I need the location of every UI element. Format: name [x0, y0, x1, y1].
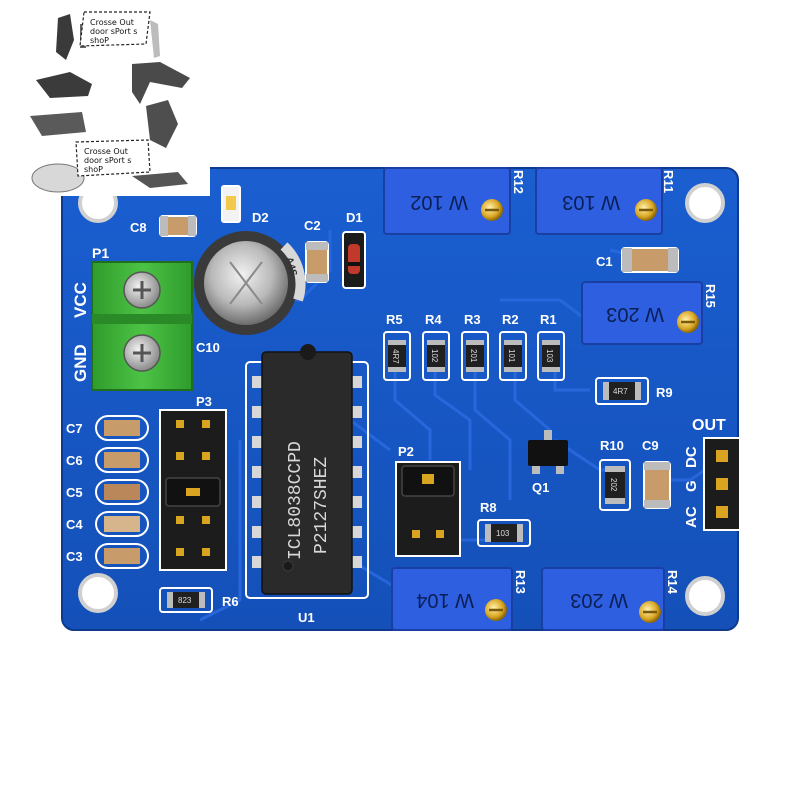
label-r11: R11 [661, 170, 676, 193]
capacitor-c4 [95, 511, 149, 537]
trimpot-r12[interactable]: W 102 [383, 167, 511, 235]
label-dc: DC [683, 446, 700, 468]
label-c1: C1 [596, 254, 613, 269]
resistor-r2: 101 [499, 331, 527, 381]
screw-terminal-p1 [91, 261, 193, 391]
output-header[interactable] [703, 437, 741, 531]
mounting-hole [685, 183, 725, 223]
trimpot-r15[interactable]: W 203 [581, 281, 703, 345]
resistor-marking: 202 [609, 478, 618, 492]
resistor-r5: 4R7 [383, 331, 411, 381]
resistor-marking: 823 [178, 596, 192, 605]
mounting-hole [78, 573, 118, 613]
label-c7: C7 [66, 421, 83, 436]
capacitor-marking: A4S [283, 256, 299, 278]
label-r3: R3 [464, 312, 481, 327]
resistor-marking: 103 [496, 529, 510, 538]
resistor-r4: 102 [422, 331, 450, 381]
label-r13: R13 [513, 570, 528, 594]
label-r6: R6 [222, 594, 239, 609]
resistor-r6: 823 [159, 587, 213, 613]
label-ac: AC [683, 506, 700, 528]
trimpot-r13[interactable]: W 104 [391, 567, 513, 631]
electrolytic-capacitor-c10: A4S [194, 231, 306, 335]
label-p1: P1 [92, 245, 109, 261]
label-r9: R9 [656, 385, 673, 400]
resistor-r9: 4R7 [595, 377, 649, 405]
resistor-marking: 4R7 [391, 349, 400, 364]
sticker-caption-top: Crosse Out door sPort s shoP [90, 18, 138, 45]
label-r2: R2 [502, 312, 519, 327]
resistor-marking: 4R7 [613, 387, 628, 396]
capacitor-c3 [95, 543, 149, 569]
resistor-marking: 102 [430, 349, 439, 363]
resistor-r10: 202 [599, 459, 631, 511]
ic-u1: ICL8038CCPD P2127SHEZ [245, 344, 369, 599]
capacitor-c6 [95, 447, 149, 473]
header-p2[interactable] [395, 461, 461, 557]
label-p3: P3 [196, 394, 212, 409]
label-c5: C5 [66, 485, 83, 500]
label-r5: R5 [386, 312, 403, 327]
label-r1: R1 [540, 312, 557, 327]
label-c9: C9 [642, 438, 659, 453]
pin1-dot-icon [282, 560, 294, 572]
trimpot-r11[interactable]: W 103 [535, 167, 663, 235]
label-r4: R4 [425, 312, 442, 327]
label-r14: R14 [665, 570, 680, 595]
label-c2: C2 [304, 218, 321, 233]
header-p3[interactable] [159, 409, 227, 571]
label-d1: D1 [346, 210, 363, 225]
resistor-marking: 103 [545, 349, 554, 363]
mounting-hole [685, 576, 725, 616]
label-g: G [683, 480, 700, 492]
label-c3: C3 [66, 549, 83, 564]
label-q1: Q1 [532, 480, 549, 495]
overlay-collage [30, 11, 190, 193]
resistor-r3: 201 [461, 331, 489, 381]
label-gnd: GND [71, 344, 90, 382]
trimpot-r14[interactable]: W 203 [541, 567, 665, 631]
trimpot-marking: W 103 [562, 191, 620, 213]
ic-marking-line2: P2127SHEZ [312, 457, 332, 554]
label-p2: P2 [398, 444, 414, 459]
resistor-r8: 103 [477, 519, 531, 547]
sticker-caption-bottom: Crosse Out door sPort s shoP [84, 147, 132, 174]
label-c6: C6 [66, 453, 83, 468]
resistor-r1: 103 [537, 331, 565, 381]
label-out: OUT [692, 417, 726, 434]
resistor-row: 4R7 R5 102 R4 201 R3 101 R2 103 [383, 312, 565, 381]
trimpot-marking: W 203 [606, 303, 664, 325]
label-r15: R15 [703, 284, 718, 308]
label-r10: R10 [600, 438, 624, 453]
resistor-marking: 101 [507, 349, 516, 363]
label-c10: C10 [196, 340, 220, 355]
capacitor-stack [95, 415, 149, 569]
trimpot-marking: W 102 [410, 191, 468, 213]
label-vcc: VCC [71, 282, 90, 318]
label-d2: D2 [252, 210, 269, 225]
transistor-q1 [528, 430, 568, 474]
trimpot-marking: W 203 [570, 589, 628, 611]
label-c8: C8 [130, 220, 147, 235]
label-r8: R8 [480, 500, 497, 515]
resistor-marking: 201 [469, 349, 478, 363]
capacitor-c5 [95, 479, 149, 505]
label-r12: R12 [511, 170, 526, 194]
capacitor-c7 [95, 415, 149, 441]
ic-marking-line1: ICL8038CCPD [286, 441, 306, 560]
label-c4: C4 [66, 517, 83, 532]
label-u1: U1 [298, 610, 315, 625]
trimpot-marking: W 104 [416, 589, 474, 611]
